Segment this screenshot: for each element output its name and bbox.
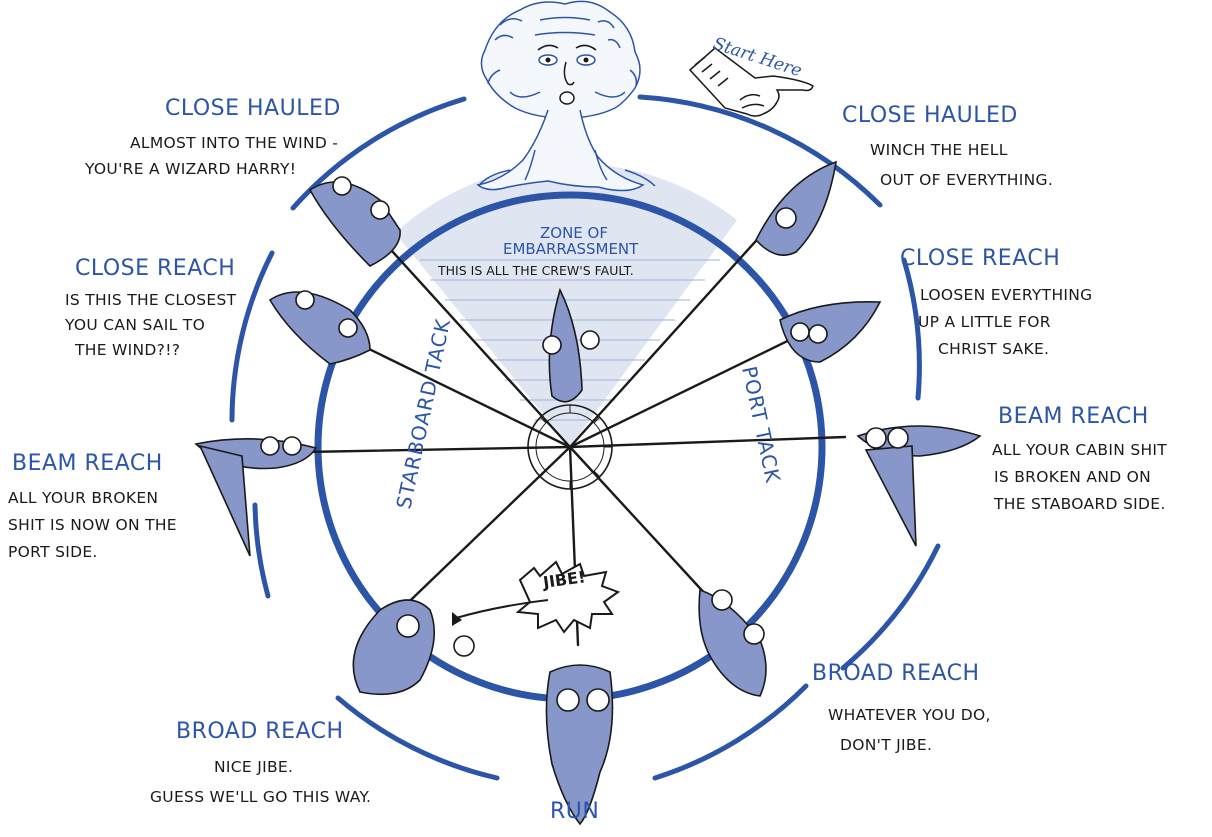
close-reach-left-desc-2: YOU CAN SAIL TO [64, 316, 205, 334]
starboard-tack-label: STARBOARD TACK [391, 316, 455, 511]
close-reach-right-desc-3: CHRIST SAKE. [938, 340, 1049, 358]
label-close-hauled-right: CLOSE HAULED WINCH THE HELL OUT OF EVERY… [842, 103, 1053, 189]
close-hauled-right-desc-1: WINCH THE HELL [870, 141, 1008, 159]
close-reach-right-desc-1: LOOSEN EVERYTHING [920, 286, 1092, 304]
boat-close-reach-left [268, 290, 371, 365]
beam-reach-right-desc-1: ALL YOUR CABIN SHIT [992, 441, 1167, 459]
broad-reach-right-title: BROAD REACH [812, 661, 980, 686]
beam-reach-right-title: BEAM REACH [998, 404, 1149, 429]
outer-ring [229, 94, 941, 781]
close-hauled-left-desc-2: YOU'RE A WIZARD HARRY! [84, 160, 296, 178]
jibe-arrowhead [452, 612, 462, 626]
beam-reach-right-desc-3: THE STABOARD SIDE. [993, 495, 1166, 513]
close-reach-left-desc-3: THE WIND?!? [74, 341, 180, 359]
close-hauled-right-desc-2: OUT OF EVERYTHING. [880, 171, 1053, 189]
boats [194, 160, 982, 826]
boat-broad-reach-left [352, 599, 475, 696]
label-close-reach-left: CLOSE REACH IS THIS THE CLOSEST YOU CAN … [64, 256, 237, 359]
label-broad-reach-left: BROAD REACH NICE JIBE. GUESS WE'LL GO TH… [150, 719, 371, 806]
boat-close-reach-right [779, 301, 882, 363]
beam-reach-left-desc-1: ALL YOUR BROKEN [8, 489, 158, 507]
close-reach-right-title: CLOSE REACH [900, 246, 1060, 271]
label-run: RUN [550, 799, 599, 824]
compass-rose [527, 404, 613, 490]
wind-god-illustration [476, 0, 656, 192]
label-close-reach-right: CLOSE REACH LOOSEN EVERYTHING UP A LITTL… [900, 246, 1092, 358]
zone-title-line-2: EMBARRASSMENT [503, 240, 639, 258]
label-close-hauled-left: CLOSE HAULED ALMOST INTO THE WIND - YOU'… [84, 96, 341, 178]
label-beam-reach-right: BEAM REACH ALL YOUR CABIN SHIT IS BROKEN… [992, 404, 1167, 513]
port-tack-label: PORT TACK [737, 364, 785, 485]
boat-in-zone [542, 287, 600, 403]
label-beam-reach-left: BEAM REACH ALL YOUR BROKEN SHIT IS NOW O… [8, 451, 177, 561]
boat-beam-reach-right [856, 425, 982, 547]
zone-text: ZONE OF EMBARRASSMENT THIS IS ALL THE CR… [437, 224, 639, 278]
jibe-arrow [455, 599, 549, 619]
close-hauled-left-title: CLOSE HAULED [165, 96, 341, 121]
boat-beam-reach-left [194, 436, 318, 557]
boat-close-hauled-right [755, 160, 838, 256]
broad-reach-left-desc-1: NICE JIBE. [214, 758, 293, 776]
beam-reach-left-title: BEAM REACH [12, 451, 163, 476]
beam-reach-left-desc-3: PORT SIDE. [8, 543, 98, 561]
beam-reach-left-desc-2: SHIT IS NOW ON THE [8, 516, 177, 534]
boat-run [545, 664, 614, 826]
beam-reach-right-desc-2: IS BROKEN AND ON [994, 468, 1151, 486]
pointing-hand-icon [688, 47, 814, 117]
label-broad-reach-right: BROAD REACH WHATEVER YOU DO, DON'T JIBE. [812, 661, 991, 754]
close-hauled-right-title: CLOSE HAULED [842, 103, 1018, 128]
broad-reach-right-desc-2: DON'T JIBE. [840, 736, 932, 754]
zone-title-line-1: ZONE OF [540, 224, 608, 242]
boat-close-hauled-left [308, 176, 401, 267]
broad-reach-right-desc-1: WHATEVER YOU DO, [828, 706, 991, 724]
close-reach-left-title: CLOSE REACH [75, 256, 235, 281]
close-hauled-left-desc-1: ALMOST INTO THE WIND - [130, 134, 338, 152]
close-reach-left-desc-1: IS THIS THE CLOSEST [65, 291, 237, 309]
zone-subtitle: THIS IS ALL THE CREW'S FAULT. [437, 263, 634, 278]
close-reach-right-desc-2: UP A LITTLE FOR [918, 313, 1051, 331]
boat-broad-reach-right [698, 588, 767, 697]
broad-reach-left-title: BROAD REACH [176, 719, 344, 744]
jibe-burst: JIBE! [515, 560, 621, 634]
run-title: RUN [550, 799, 599, 824]
broad-reach-left-desc-2: GUESS WE'LL GO THIS WAY. [150, 788, 371, 806]
